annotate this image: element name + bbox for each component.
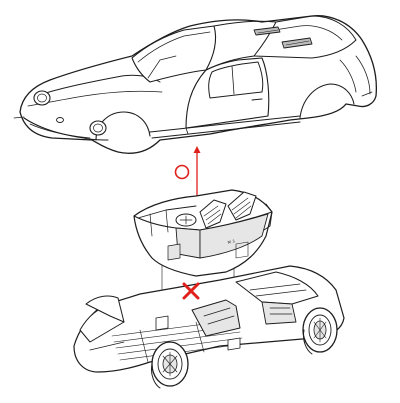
rear-deck [253, 15, 357, 59]
front-bumper [23, 117, 109, 141]
cockpit-tub: M 3 [133, 189, 273, 277]
headlight-right [89, 120, 107, 136]
headlight-left [33, 90, 51, 106]
steering-wheel [175, 213, 197, 227]
side-sill [149, 115, 301, 139]
side-window [208, 61, 264, 99]
tub-tag: M 3 [227, 238, 236, 245]
roof-panel [205, 20, 277, 71]
seat-left [199, 199, 227, 229]
chassis-frame [73, 265, 345, 389]
tub-side-part [167, 243, 181, 261]
car-body-shell [13, 15, 378, 154]
badge [56, 117, 64, 123]
body-outline [19, 15, 378, 154]
correct-mark-circle [174, 164, 190, 180]
lift-arrow-head [193, 146, 201, 153]
front-wheel [151, 341, 189, 389]
wrong-mark-cross [182, 282, 200, 300]
rear-vent-top [253, 26, 281, 36]
door [185, 57, 270, 129]
rear-wheel [302, 307, 338, 355]
rear-wheel-arch [299, 83, 355, 119]
center-tunnel [191, 299, 241, 337]
